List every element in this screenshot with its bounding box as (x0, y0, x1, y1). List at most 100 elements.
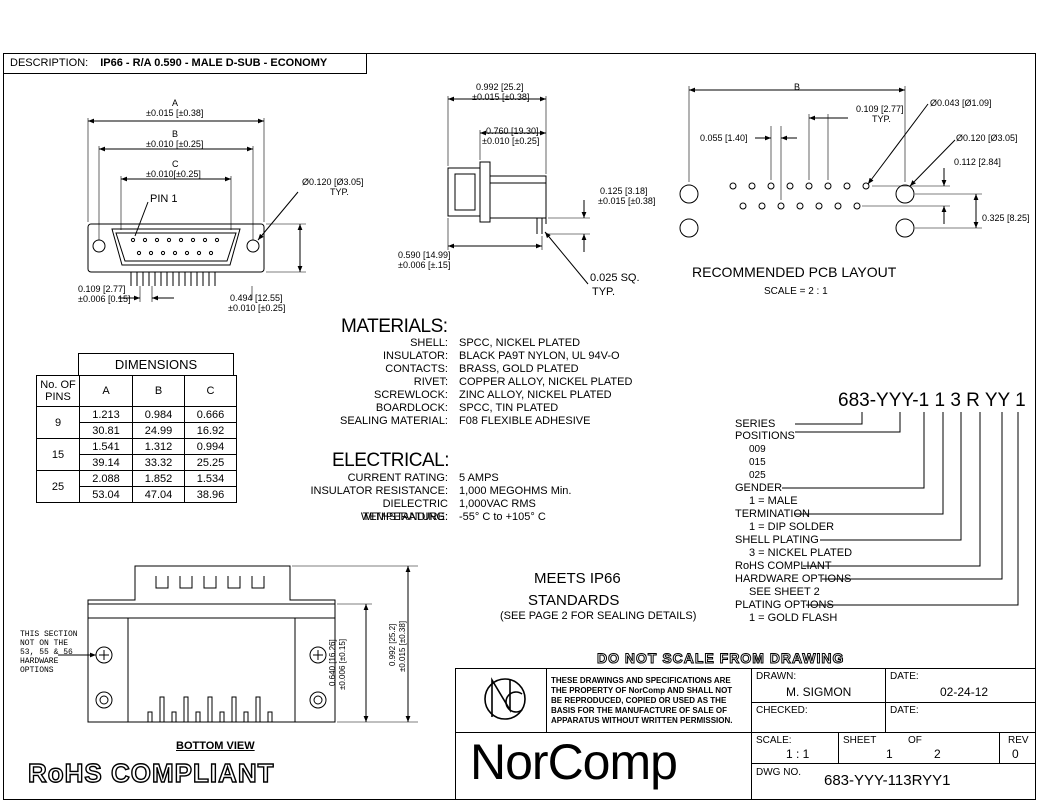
part-number-code: 683-YYY-1 1 3 R YY 1 (838, 390, 1026, 411)
bottom-dim-outer: 0.992 [25.2] (388, 623, 397, 666)
table-row: 53.04 47.04 38.96 (37, 486, 237, 503)
materials-value: SPCC, NICKEL PLATED (459, 337, 581, 349)
bottom-view-title: BOTTOM VIEW (176, 740, 255, 752)
table-header-c: C (184, 375, 237, 407)
bottom-note-4: HARDWARE (20, 657, 59, 666)
side-overall-dim: 0.992 [25.2] (476, 82, 524, 92)
table-cell: 1.213 (79, 406, 133, 423)
electrical-label: INSULATOR RESISTANCE: (310, 485, 448, 497)
table-cell-pins: 15 (36, 438, 80, 471)
notice-line: BASIS FOR THE MANUFACTURE OF SALE OF (551, 706, 727, 715)
table-cell: 53.04 (79, 486, 133, 503)
side-flange-tol: ±0.010 [±0.25] (482, 136, 540, 146)
rev-label: REV (1008, 735, 1029, 746)
pcb-layout-scale: SCALE = 2 : 1 (764, 286, 828, 297)
table-row: 30.81 24.99 16.92 (37, 422, 237, 439)
do-not-scale-stamp: DO NOT SCALE FROM DRAWING (596, 650, 845, 667)
side-standoff-tol: ±0.015 [±0.38] (598, 196, 656, 206)
meets-line3: (SEE PAGE 2 FOR SEALING DETAILS) (500, 610, 697, 622)
rev-value: 0 (1012, 747, 1019, 761)
pn-label: HARDWARE OPTIONS (735, 573, 852, 585)
electrical-value: 1,000VAC RMS (459, 498, 536, 510)
materials-value: F08 FLEXIBLE ADHESIVE (459, 415, 591, 427)
table-cell: 0.984 (132, 406, 185, 423)
description-label: DESCRIPTION: (10, 57, 89, 69)
side-standoff-dim: 0.125 [3.18] (600, 186, 648, 196)
bottom-note-2: NOT ON THE (20, 639, 69, 648)
materials-label: INSULATOR: (383, 350, 448, 362)
pn-label: 025 (749, 470, 766, 481)
table-row: 25 2.088 1.852 1.534 (36, 470, 237, 503)
pcb-row-offset: 0.055 [1.40] (700, 133, 748, 143)
rohs-compliant-stamp: RoHS COMPLIANT (27, 757, 275, 788)
table-cell: 16.92 (184, 422, 237, 439)
front-dim-c-tol: ±0.010[±0.25] (146, 169, 201, 179)
of-value: 2 (934, 747, 941, 761)
side-depth-tol: ±0.006 [±.15] (398, 260, 451, 270)
drawn-value: M. SIGMON (786, 685, 852, 699)
table-cell: 39.14 (79, 454, 133, 471)
side-tail-dim: 0.025 SQ. (590, 272, 640, 284)
materials-label: SHELL: (410, 337, 448, 349)
table-cell: 47.04 (132, 486, 185, 503)
front-view-drawing (87, 118, 306, 302)
bottom-dim-outer-tol: ±0.015 [±0.38] (398, 620, 407, 672)
table-cell: 1.312 (132, 438, 185, 455)
bottom-dim-inner: 0.640 [16.26] (328, 639, 337, 686)
pcb-pitch-dim: 0.109 [2.77] (856, 104, 904, 114)
pn-label: SHELL PLATING (735, 534, 819, 546)
table-cell-pins: 25 (36, 470, 80, 503)
pn-label: 1 = MALE (749, 495, 798, 507)
table-cell-pins: 9 (36, 406, 80, 439)
pn-label: GENDER (735, 482, 783, 494)
front-pins-bottom (136, 250, 214, 256)
table-header-a: A (79, 375, 133, 407)
pcb-row-gap: 0.112 [2.84] (954, 157, 1001, 167)
checked-label: CHECKED: (756, 705, 808, 716)
table-cell: 2.088 (79, 470, 133, 487)
table-cell: 1.852 (132, 470, 185, 487)
electrical-label: DIELECTRIC WITHSTANDING: (360, 498, 448, 523)
dwg-cell (751, 763, 1036, 800)
table-cell: 33.32 (132, 454, 185, 471)
pn-label: PLATING OPTIONS (735, 599, 834, 611)
table-cell: 30.81 (79, 422, 133, 439)
bottom-note-3: 53, 55 & 56 (20, 648, 73, 657)
materials-label: SEALING MATERIAL: (340, 415, 448, 427)
pin-1-label: PIN 1 (150, 193, 178, 205)
front-hole-typ: TYP. (330, 187, 349, 197)
materials-label: SCREWLOCK: (374, 389, 448, 401)
notice-line: THESE DRAWINGS AND SPECIFICATIONS ARE (551, 676, 731, 685)
table-header-row: No. OF PINS A B C (36, 375, 237, 407)
materials-value: SPCC, TIN PLATED (459, 402, 559, 414)
side-tail-typ: TYP. (592, 286, 616, 298)
bottom-note-5: OPTIONS (20, 666, 54, 675)
sheet-label: SHEET (843, 735, 877, 746)
front-dim-b-tol: ±0.010 [±0.25] (146, 139, 204, 149)
pcb-dim-b: B (794, 82, 801, 92)
pn-label: 015 (749, 457, 766, 468)
pcb-pitch-typ: TYP. (872, 114, 891, 124)
scale-value: 1 : 1 (786, 747, 810, 761)
front-pitch-tol: ±0.006 [0.15] (78, 294, 131, 304)
bottom-view-bumps (155, 576, 265, 589)
table-cell: 38.96 (184, 486, 237, 503)
of-label: OF (908, 735, 922, 746)
side-view-drawing (447, 96, 590, 285)
company-name: NorComp (470, 734, 678, 790)
pn-label: 009 (749, 444, 766, 455)
table-cell: 24.99 (132, 422, 185, 439)
dimensions-table: No. OF PINS A B C 9 1.213 0.984 0.666 30… (36, 375, 237, 503)
electrical-value: 5 AMPS (459, 472, 499, 484)
front-hole-dim: Ø0.120 [Ø3.05] (302, 177, 364, 187)
front-pins-top (130, 237, 220, 243)
bottom-view-pins (147, 696, 273, 722)
bottom-view-drawing (58, 565, 418, 723)
table-cell: 0.994 (184, 438, 237, 455)
dwg-value: 683-YYY-113RYY1 (824, 772, 951, 789)
pn-label: 1 = DIP SOLDER (749, 521, 835, 533)
date-label: DATE: (890, 671, 919, 682)
pcb-layout-title: RECOMMENDED PCB LAYOUT (692, 264, 897, 280)
electrical-label: TEMPERATURE: (362, 511, 448, 523)
